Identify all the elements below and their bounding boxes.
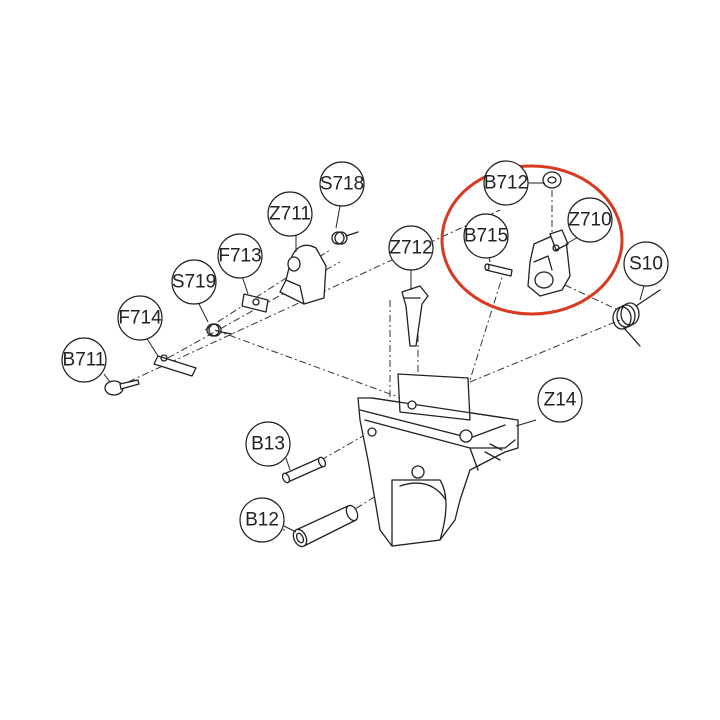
label-z710: Z710	[567, 197, 613, 243]
label-s718-text: S718	[320, 174, 364, 195]
label-f713: F713	[217, 233, 263, 279]
label-b715-text: B715	[464, 226, 508, 247]
label-f714: F714	[117, 295, 163, 341]
label-b715: B715	[463, 213, 509, 259]
part-b711-screw	[104, 379, 140, 396]
part-b712-bushing	[542, 171, 562, 189]
label-f714-text: F714	[118, 308, 162, 329]
label-b711-text: B711	[63, 350, 106, 371]
label-z712-text: Z712	[389, 238, 432, 259]
label-z711-text: Z711	[269, 204, 311, 225]
part-f714-plate	[153, 354, 197, 377]
part-b13-pin	[281, 456, 327, 484]
part-b12-pin	[292, 504, 359, 548]
label-f713-text: F713	[218, 246, 261, 267]
label-b12: B12	[239, 497, 285, 543]
label-s718: S718	[319, 161, 365, 207]
part-z712-sear	[401, 285, 429, 347]
label-b712: B712	[483, 160, 529, 206]
label-s10-text: S10	[629, 254, 663, 275]
label-z710-text: Z710	[568, 210, 611, 231]
part-s719-spring	[206, 323, 233, 337]
label-s10: S10	[623, 241, 669, 287]
label-b712-text: B712	[484, 173, 528, 194]
label-z14: Z14	[537, 377, 583, 423]
highlight-circle	[440, 164, 624, 316]
label-b13-text: B13	[251, 434, 285, 455]
label-b13: B13	[245, 421, 291, 467]
label-s719: S719	[171, 259, 217, 305]
part-z711-lever	[279, 244, 327, 305]
label-z14-text: Z14	[544, 390, 577, 411]
part-s10-spring	[612, 289, 661, 347]
label-b711: B711	[61, 337, 107, 383]
label-s719-text: S719	[172, 272, 216, 293]
part-s718-spring	[331, 231, 359, 245]
label-z712: Z712	[388, 225, 434, 271]
part-f713-block	[241, 293, 269, 313]
part-z710-hammer	[527, 229, 571, 297]
label-z711: Z711	[267, 191, 313, 237]
label-b12-text: B12	[245, 510, 279, 531]
part-z14-housing	[357, 373, 519, 547]
part-b715-pin	[484, 263, 513, 277]
